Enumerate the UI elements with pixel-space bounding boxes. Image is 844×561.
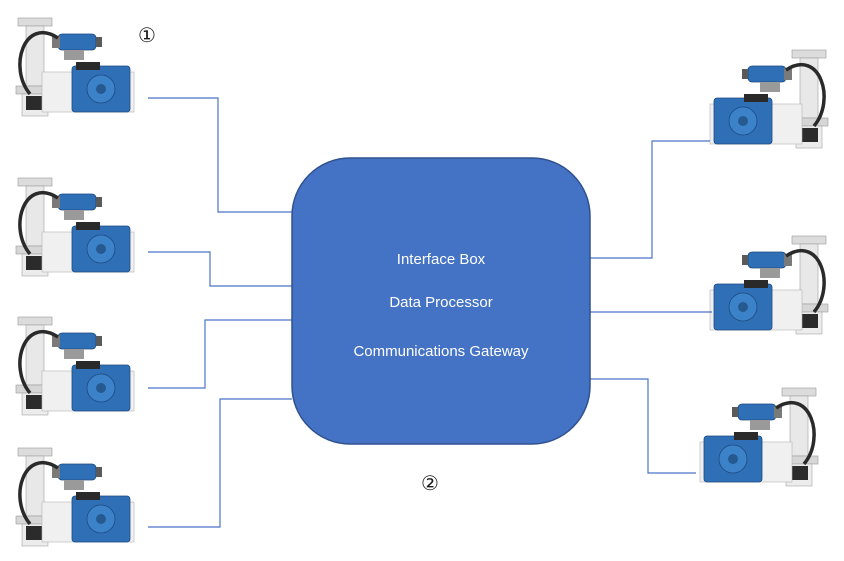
- device-left-1: [14, 16, 136, 118]
- device-right-1: [710, 50, 828, 148]
- hub-line-data-processor: Data Processor: [389, 294, 492, 311]
- wire-right-1: [590, 140, 710, 259]
- device-left-4: [14, 446, 136, 548]
- hub-line-communications-gateway: Communications Gateway: [353, 343, 529, 360]
- interface-hub: Interface Box Data Processor Communicati…: [291, 157, 591, 445]
- gearbox-actuator-valve-icon: [14, 315, 136, 417]
- gearbox-actuator-valve-icon: [710, 50, 828, 148]
- hub-box: [291, 157, 591, 445]
- hub-line-interface-box: Interface Box: [397, 251, 486, 268]
- device-left-2: [14, 176, 136, 278]
- wire-left-2: [148, 251, 292, 287]
- wire-left-1: [148, 97, 292, 213]
- gearbox-actuator-valve-icon: [710, 236, 828, 334]
- wires: [148, 97, 712, 528]
- marker-2: ②: [421, 471, 439, 495]
- device-left-3: [14, 315, 136, 417]
- gearbox-actuator-valve-icon: [14, 176, 136, 278]
- gearbox-actuator-valve-icon: [700, 388, 818, 486]
- device-right-3: [700, 388, 818, 486]
- wire-left-3: [148, 319, 292, 389]
- gearbox-actuator-valve-icon: [14, 446, 136, 548]
- marker-1: ①: [138, 23, 156, 47]
- gearbox-actuator-valve-icon: [14, 16, 136, 118]
- wire-right-3: [590, 378, 696, 474]
- wire-left-4: [148, 398, 292, 528]
- device-right-2: [710, 236, 828, 334]
